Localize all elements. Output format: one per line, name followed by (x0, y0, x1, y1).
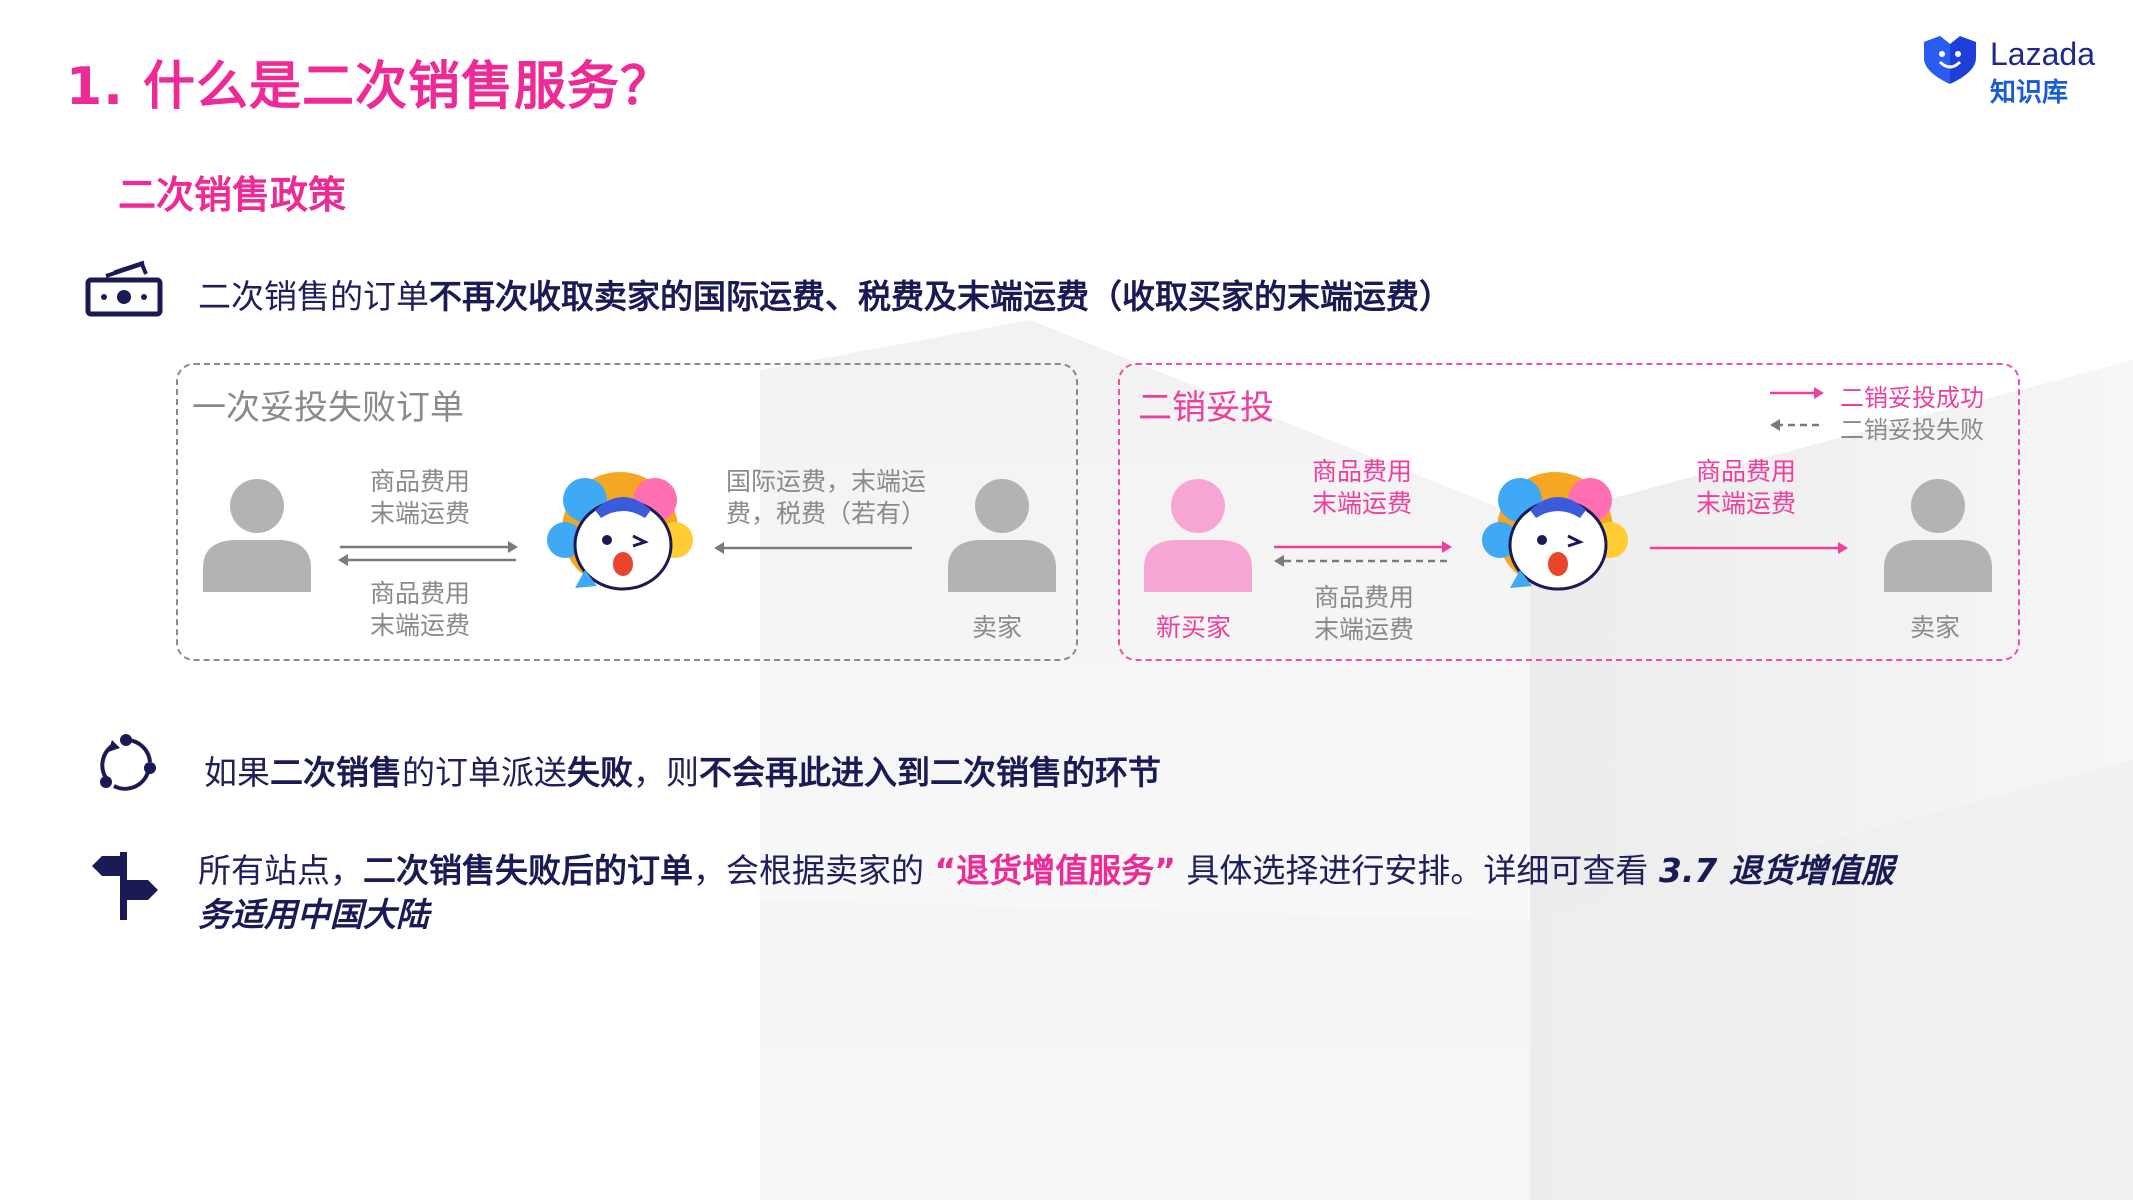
policy2-bold-1: 二次销售 (270, 753, 402, 792)
buyer-top-fee-2: 末端运费 (1312, 489, 1413, 518)
reference-link-part-2[interactable]: 务适用中国大陆 (198, 895, 429, 934)
policy2-bold-3: 不会再此进入到二次销售的环节 (699, 753, 1161, 792)
seller-fees-label: 国际运费，末端运 费，税费（若有） (726, 466, 926, 530)
left-top-fees: 商品费用 末端运费 (370, 466, 470, 530)
policy1-bold: 不再次收取卖家的国际运费、税费及末端运费（收取买家的末端运费） (429, 277, 1452, 316)
cycle-icon (100, 734, 156, 791)
left-bottom-fee-1: 商品费用 (370, 579, 471, 608)
page-title: 1. 什么是二次销售服务？ (66, 57, 674, 117)
lazada-heart-icon (1924, 36, 1976, 84)
first-delivery-failed-box (176, 363, 1078, 661)
policy2-part-1: 如果 (204, 753, 270, 792)
return-value-service-highlight: “退货增值服务” (934, 851, 1176, 890)
logo-subtitle: 知识库 (1990, 78, 2069, 108)
left-box-title: 一次妥投失败订单 (192, 388, 464, 428)
legend-fail-label: 二销妥投失败 (1840, 416, 1984, 444)
left-seller-label: 卖家 (972, 613, 1023, 642)
policy2-part-3: ，则 (633, 753, 699, 792)
policy3-bold-1: 二次销售失败后的订单 (363, 851, 693, 890)
right-seller-label: 卖家 (1910, 613, 1961, 642)
left-top-fee-2: 末端运费 (370, 499, 471, 528)
left-top-fee-1: 商品费用 (370, 467, 471, 496)
lazada-mascot-icon (547, 472, 693, 591)
second-delivery-box (1118, 363, 2020, 661)
seller-to-platform-arrow (714, 542, 912, 554)
policy2-bold-2: 失败 (567, 753, 633, 792)
policy-line-2: 如果二次销售的订单派送失败，则不会再此进入到二次销售的环节 (204, 746, 1161, 794)
buyer-top-fee-1: 商品费用 (1312, 457, 1413, 486)
legend-fail-arrow (1770, 419, 1824, 431)
money-icon (85, 260, 163, 317)
new-buyer-person-icon (1144, 479, 1252, 592)
policy-line-1: 二次销售的订单不再次收取卖家的国际运费、税费及末端运费（收取买家的末端运费） (198, 270, 1452, 318)
signpost-icon (92, 852, 158, 920)
lazada-mascot-icon-2 (1482, 472, 1628, 591)
buyer-top-fees: 商品费用 末端运费 (1312, 456, 1412, 520)
left-bottom-fee-2: 末端运费 (370, 611, 471, 640)
seller-fees-line-2: 费，税费（若有） (726, 499, 927, 528)
lazada-logo: Lazada 知识库 (1920, 32, 2120, 112)
policy2-part-2: 的订单派送 (402, 753, 567, 792)
policy3-part-3: 具体选择进行安排。详细可查看 (1175, 851, 1659, 890)
seller-person-icon (948, 479, 1056, 592)
seller-right-fee-2: 末端运费 (1696, 489, 1797, 518)
buyer-bottom-fees: 商品费用 末端运费 (1314, 582, 1414, 646)
buyer-bottom-fee-2: 末端运费 (1314, 615, 1415, 644)
left-double-arrow (338, 541, 518, 566)
seller-right-fee-1: 商品费用 (1696, 457, 1797, 486)
policy3-part-1: 所有站点， (198, 851, 363, 890)
right-seller-person-icon (1884, 479, 1992, 592)
legend-success-arrow (1770, 387, 1824, 399)
policy1-plain: 二次销售的订单 (198, 277, 429, 316)
logo-text: Lazada (1990, 36, 2095, 72)
section-title: 二次销售政策 (118, 173, 347, 217)
right-box-title: 二销妥投 (1138, 388, 1274, 428)
buyer-bottom-fee-1: 商品费用 (1314, 583, 1415, 612)
new-buyer-label: 新买家 (1156, 613, 1232, 642)
buyer-double-arrow (1274, 541, 1452, 567)
left-bottom-fees: 商品费用 末端运费 (370, 578, 470, 642)
platform-to-seller-arrow (1650, 542, 1848, 554)
policy-line-3-cont: 务适用中国大陆 (198, 888, 429, 936)
seller-fees-line-1: 国际运费，末端运 (726, 467, 927, 496)
policy-line-3: 所有站点，二次销售失败后的订单，会根据卖家的 “退货增值服务” 具体选择进行安排… (198, 844, 1894, 892)
buyer-person-icon (203, 479, 311, 592)
policy3-part-2: ，会根据卖家的 (693, 851, 935, 890)
reference-link-part-1[interactable]: 3.7 退货增值服 (1658, 851, 1894, 890)
seller-right-fees: 商品费用 末端运费 (1696, 456, 1796, 520)
legend-success-label: 二销妥投成功 (1840, 384, 1984, 412)
